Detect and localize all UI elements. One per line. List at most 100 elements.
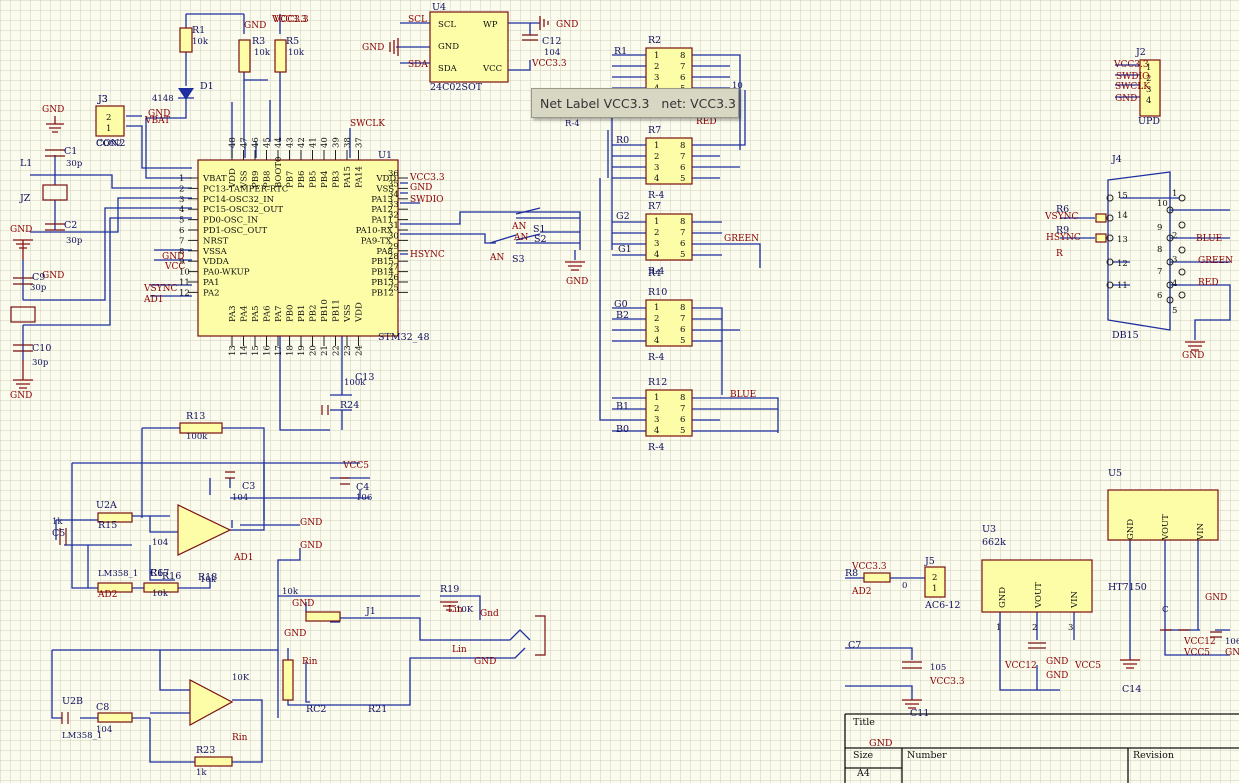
label-val: 10k bbox=[192, 37, 209, 47]
rnet-pin-number: 3 bbox=[654, 73, 659, 83]
u4-pin-name: GND bbox=[438, 42, 459, 52]
u1-pin-name: VSS bbox=[240, 170, 250, 189]
label-net: VCC5 bbox=[1183, 648, 1210, 658]
label-val: 10K bbox=[456, 605, 474, 615]
u3-pin-name: GND bbox=[998, 587, 1008, 608]
label-net: Gnd bbox=[480, 609, 499, 619]
label-ref: C13 bbox=[355, 372, 374, 383]
label-net: GND bbox=[1046, 657, 1068, 667]
j2-pin-number: 4 bbox=[1146, 96, 1151, 106]
label-ref: U2A bbox=[96, 500, 117, 511]
u4-pin-name: WP bbox=[483, 20, 498, 30]
label-ref: L1 bbox=[20, 158, 32, 169]
title-gnd: GND bbox=[869, 738, 893, 749]
label-val: 30p bbox=[32, 358, 49, 368]
label-ref: C12 bbox=[542, 36, 561, 47]
label-ref: B0 bbox=[616, 424, 629, 435]
j4-pin-number: 3 bbox=[1172, 255, 1177, 265]
rnet-value: R-4 bbox=[648, 352, 664, 363]
label-val: LM358_1 bbox=[98, 569, 138, 579]
label-net: GND bbox=[1115, 94, 1137, 104]
label-val: 10k bbox=[288, 48, 305, 58]
u1-pin-name: PB8 bbox=[263, 171, 273, 188]
label-ref: G1 bbox=[618, 244, 632, 255]
label-net: AD1 bbox=[143, 295, 163, 305]
label-val: 10k bbox=[152, 589, 169, 599]
label-ref: R18 bbox=[198, 572, 217, 583]
u4-ref: U4 bbox=[432, 2, 446, 13]
u1-pin-name: PB13 bbox=[371, 278, 394, 288]
u1-pin-number: 10 bbox=[179, 268, 190, 278]
u1-pin-name: PD0-OSC_IN bbox=[203, 216, 259, 226]
u1-pin-number: 3 bbox=[179, 195, 184, 205]
rnet-pin-number: 2 bbox=[654, 152, 659, 162]
label-val: 1k bbox=[52, 517, 63, 527]
u1-pin-name: VDD bbox=[375, 174, 396, 184]
label-ref: R13 bbox=[186, 411, 205, 422]
label-net: GND bbox=[148, 109, 170, 119]
u4-pin-name: SDA bbox=[438, 64, 458, 74]
label-net: VCC3.3 bbox=[531, 59, 567, 69]
u1-pin-name: PA11 bbox=[371, 216, 393, 226]
j4-pin-number: 6 bbox=[1157, 291, 1162, 301]
label-net: VCC3.3 bbox=[1113, 60, 1149, 70]
label-ref: C7 bbox=[848, 640, 861, 651]
u1-pin-number: 42 bbox=[297, 137, 307, 148]
rnet-pin-number: 3 bbox=[654, 325, 659, 335]
j5-pin-number: 2 bbox=[932, 573, 937, 583]
u1-pin-number: 12 bbox=[179, 288, 190, 298]
rnet-pin-number: 3 bbox=[654, 239, 659, 249]
u5-ref: U5 bbox=[1108, 468, 1122, 479]
u1-pin-name: PB10 bbox=[320, 299, 330, 322]
rnet-value: R-4 bbox=[648, 442, 664, 453]
u1-pin-name: PA3 bbox=[228, 306, 238, 323]
u3-value: 662k bbox=[982, 537, 1006, 548]
j5-ref: J5 bbox=[924, 556, 935, 567]
label-net: HSYNC bbox=[1046, 233, 1081, 243]
label-val: 10k bbox=[282, 587, 299, 597]
rnet-pin-number: 1 bbox=[654, 217, 659, 227]
rnet-pin-number: 8 bbox=[680, 303, 685, 313]
label-net: GND bbox=[1205, 593, 1227, 603]
label-val: 10k bbox=[254, 48, 271, 58]
u1-pin-name: PA8 bbox=[376, 247, 393, 257]
j4-pin-number: 2 bbox=[1172, 231, 1177, 241]
rnet-pin-number: 2 bbox=[654, 404, 659, 414]
label-net: AD2 bbox=[851, 587, 871, 597]
u1-pin-number: 20 bbox=[309, 345, 319, 356]
label-net: GND bbox=[42, 105, 64, 115]
u1-pin-number: 14 bbox=[240, 345, 250, 356]
label-ref: S2 bbox=[534, 234, 547, 245]
u1-pin-number: 33 bbox=[388, 200, 399, 210]
label-net: VCC3.3 bbox=[929, 677, 965, 687]
u1-pin-name: BOOT0 bbox=[274, 157, 284, 188]
label-net: AD2 bbox=[97, 590, 117, 600]
label-net: GND bbox=[292, 599, 314, 609]
title-block: Title GND Size Number Revision A4 bbox=[845, 714, 1235, 783]
rnet-pin-number: 7 bbox=[680, 228, 685, 238]
label-ref: C6 bbox=[150, 568, 163, 579]
j5-value: AC6-12 bbox=[924, 600, 960, 611]
u4-pin-name: VCC bbox=[482, 64, 502, 74]
label-net: GND bbox=[1225, 648, 1239, 658]
label-net: GND bbox=[566, 277, 588, 287]
u1-pin-number: 43 bbox=[286, 137, 296, 148]
u1-pin-name: PC15-OSC32_OUT bbox=[203, 205, 283, 215]
label-ref: R9 bbox=[1056, 225, 1069, 236]
label-net: VCC3.3 bbox=[409, 173, 445, 183]
u1-pin-name: PA14 bbox=[355, 166, 365, 188]
size-value: A4 bbox=[857, 768, 870, 779]
u3-pin-number: 1 bbox=[996, 623, 1001, 633]
j3-pin-number: 2 bbox=[106, 113, 111, 123]
u1-pin-number: 18 bbox=[286, 345, 296, 356]
label-val: 100k bbox=[344, 378, 366, 388]
u3-ref: U3 bbox=[982, 524, 996, 535]
rnet-pin-number: 5 bbox=[680, 250, 685, 260]
u1-pin-number: 24 bbox=[355, 345, 365, 356]
label-val: 104 bbox=[152, 538, 168, 548]
label-ref: R1 bbox=[614, 46, 627, 57]
label-ref: R8 bbox=[845, 568, 858, 579]
u1-pin-number: 36 bbox=[388, 169, 399, 179]
u1-pin-name: VSS bbox=[375, 184, 394, 194]
